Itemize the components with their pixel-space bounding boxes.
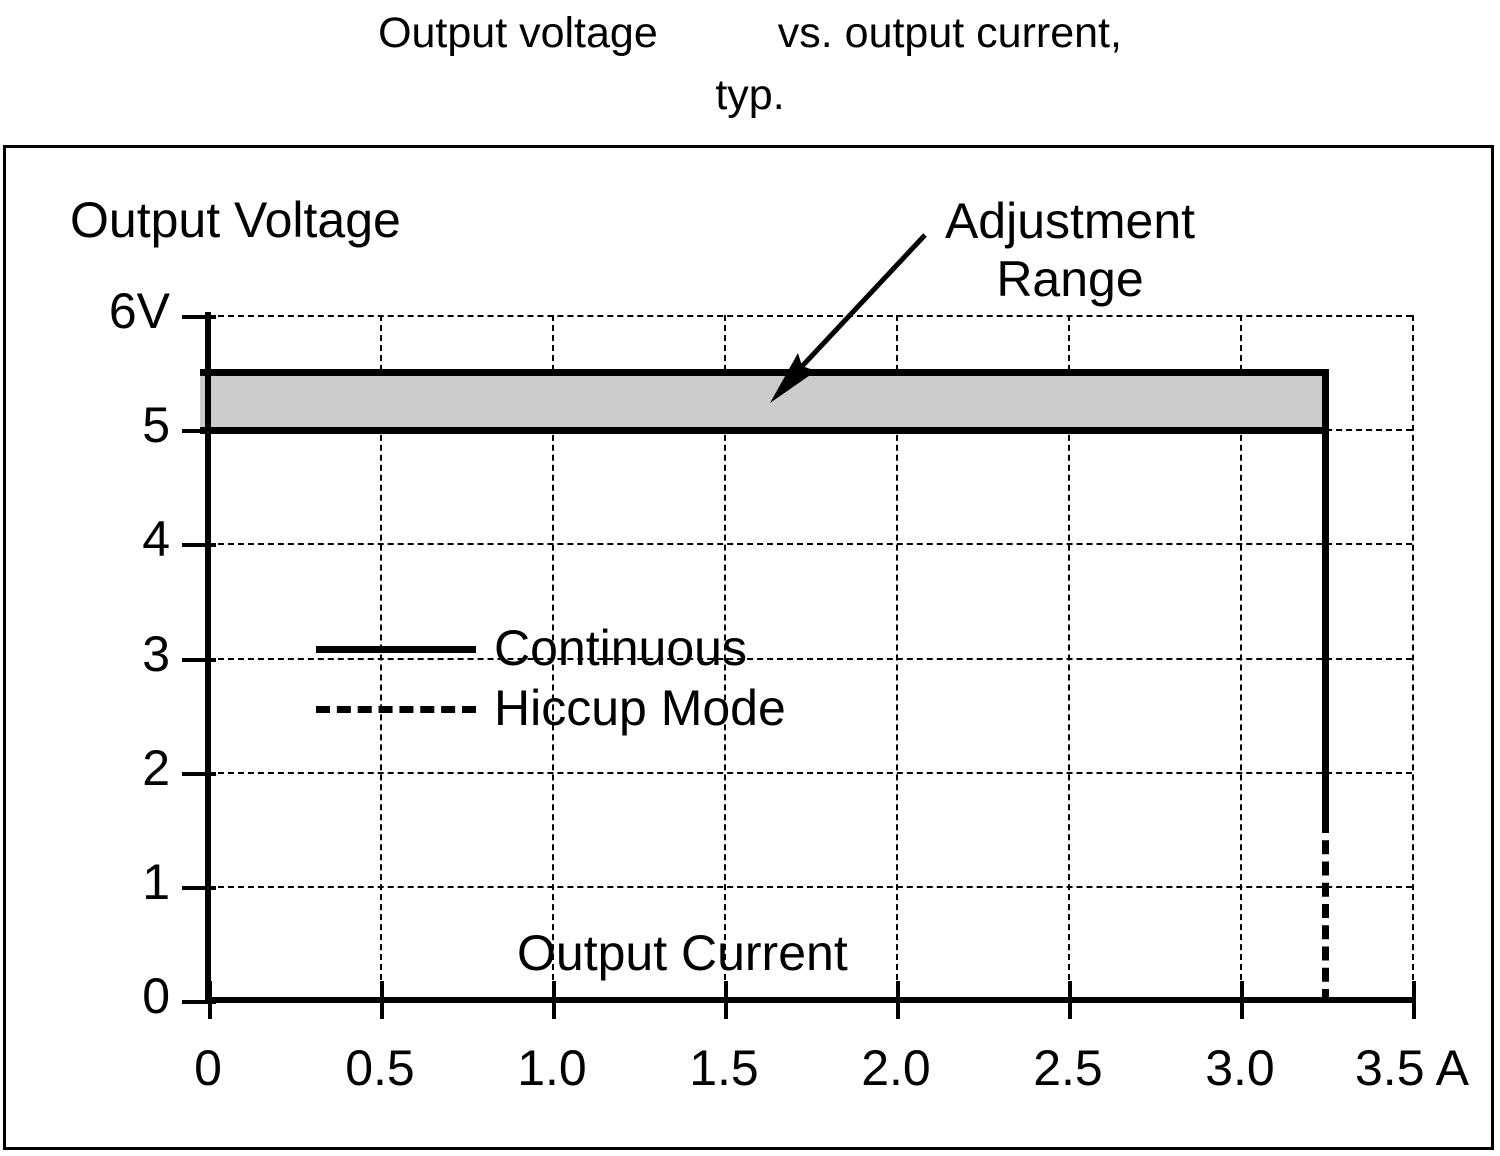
gridline-y-1 [208, 886, 1412, 888]
x-tick-label-0: 0 [194, 1040, 222, 1096]
gridline-x-1.5 [724, 315, 726, 1000]
gridline-x-2.0 [896, 315, 898, 1000]
y-tick-label-2: 2 [142, 740, 170, 796]
legend-swatch-solid-line-icon [316, 646, 476, 653]
x-tick-label-3.0: 3.0 [1205, 1040, 1275, 1096]
y-tick-label-1: 1 [142, 854, 170, 910]
y-axis-title: Output Voltage [70, 192, 401, 248]
gridline-x-1.0 [552, 315, 554, 1000]
chart-title-line-2: typ. [715, 71, 785, 119]
chart-title-left: Output voltage [378, 9, 658, 57]
y-tick-label-6: 6V [108, 283, 170, 339]
legend-label-hiccup-mode: Hiccup Mode [494, 680, 786, 736]
x-tick-2.5 [1068, 981, 1072, 1019]
y-tick-6 [182, 315, 216, 319]
gridline-y-2 [208, 772, 1412, 774]
adjustment-range-upper-bound [200, 369, 1329, 376]
x-tick-2.0 [896, 981, 900, 1019]
y-tick-4 [182, 543, 216, 547]
chart-border-frame [3, 145, 1494, 1150]
y-tick-label-0: 0 [142, 968, 170, 1024]
y-tick-3 [182, 658, 216, 662]
x-tick-label-1.0: 1.0 [517, 1040, 587, 1096]
gridline-x-3.5 [1412, 315, 1414, 1000]
series-hiccup-dropline [1322, 819, 1329, 1003]
y-tick-label-3: 3 [142, 626, 170, 682]
y-tick-0 [182, 1000, 216, 1004]
annotation-adjustment-range-label: Adjustment Range [900, 192, 1240, 308]
x-tick-label-1.5: 1.5 [689, 1040, 759, 1096]
x-tick-3.5 [1412, 981, 1416, 1019]
chart-title-line-1: Output voltage vs. output current, [0, 8, 1500, 58]
adjustment-range-lower-bound [200, 427, 1329, 434]
x-axis-title: Output Current [517, 925, 848, 981]
legend-swatch-dashed-line-icon [316, 706, 476, 713]
gridline-x-2.5 [1068, 315, 1070, 1000]
chart-title-right: vs. output current, [777, 9, 1122, 57]
y-tick-label-4: 4 [142, 511, 170, 567]
gridline-y-4 [208, 543, 1412, 545]
annotation-line-1: Adjustment [944, 193, 1196, 249]
x-tick-0.5 [380, 981, 384, 1019]
series-continuous-dropline [1322, 372, 1329, 819]
x-tick-1.5 [724, 981, 728, 1019]
y-tick-2 [182, 772, 216, 776]
x-tick-label-2.5: 2.5 [1033, 1040, 1103, 1096]
x-tick-1.0 [552, 981, 556, 1019]
x-tick-label-0.5: 0.5 [345, 1040, 415, 1096]
x-tick-3.0 [1240, 981, 1244, 1019]
gridline-y-6 [208, 315, 1412, 317]
y-tick-5 [182, 429, 216, 433]
gridline-x-3.0 [1240, 315, 1242, 1000]
annotation-line-2: Range [996, 251, 1144, 307]
gridline-y-3 [208, 658, 1412, 660]
x-tick-0 [208, 981, 212, 1019]
chart-title-block: Output voltage vs. output current, typ. [0, 0, 1500, 140]
x-tick-label-3.5: 3.5 A [1355, 1040, 1469, 1096]
adjustment-range-band [200, 372, 1326, 430]
x-tick-label-2.0: 2.0 [861, 1040, 931, 1096]
legend-label-continuous: Continuous [494, 620, 747, 676]
y-tick-label-5: 5 [142, 397, 170, 453]
x-axis-line [205, 997, 1415, 1003]
y-tick-1 [182, 886, 216, 890]
annotation-arrow-icon [770, 233, 927, 403]
y-axis-line [205, 312, 211, 1003]
gridline-x-0.5 [380, 315, 382, 1000]
